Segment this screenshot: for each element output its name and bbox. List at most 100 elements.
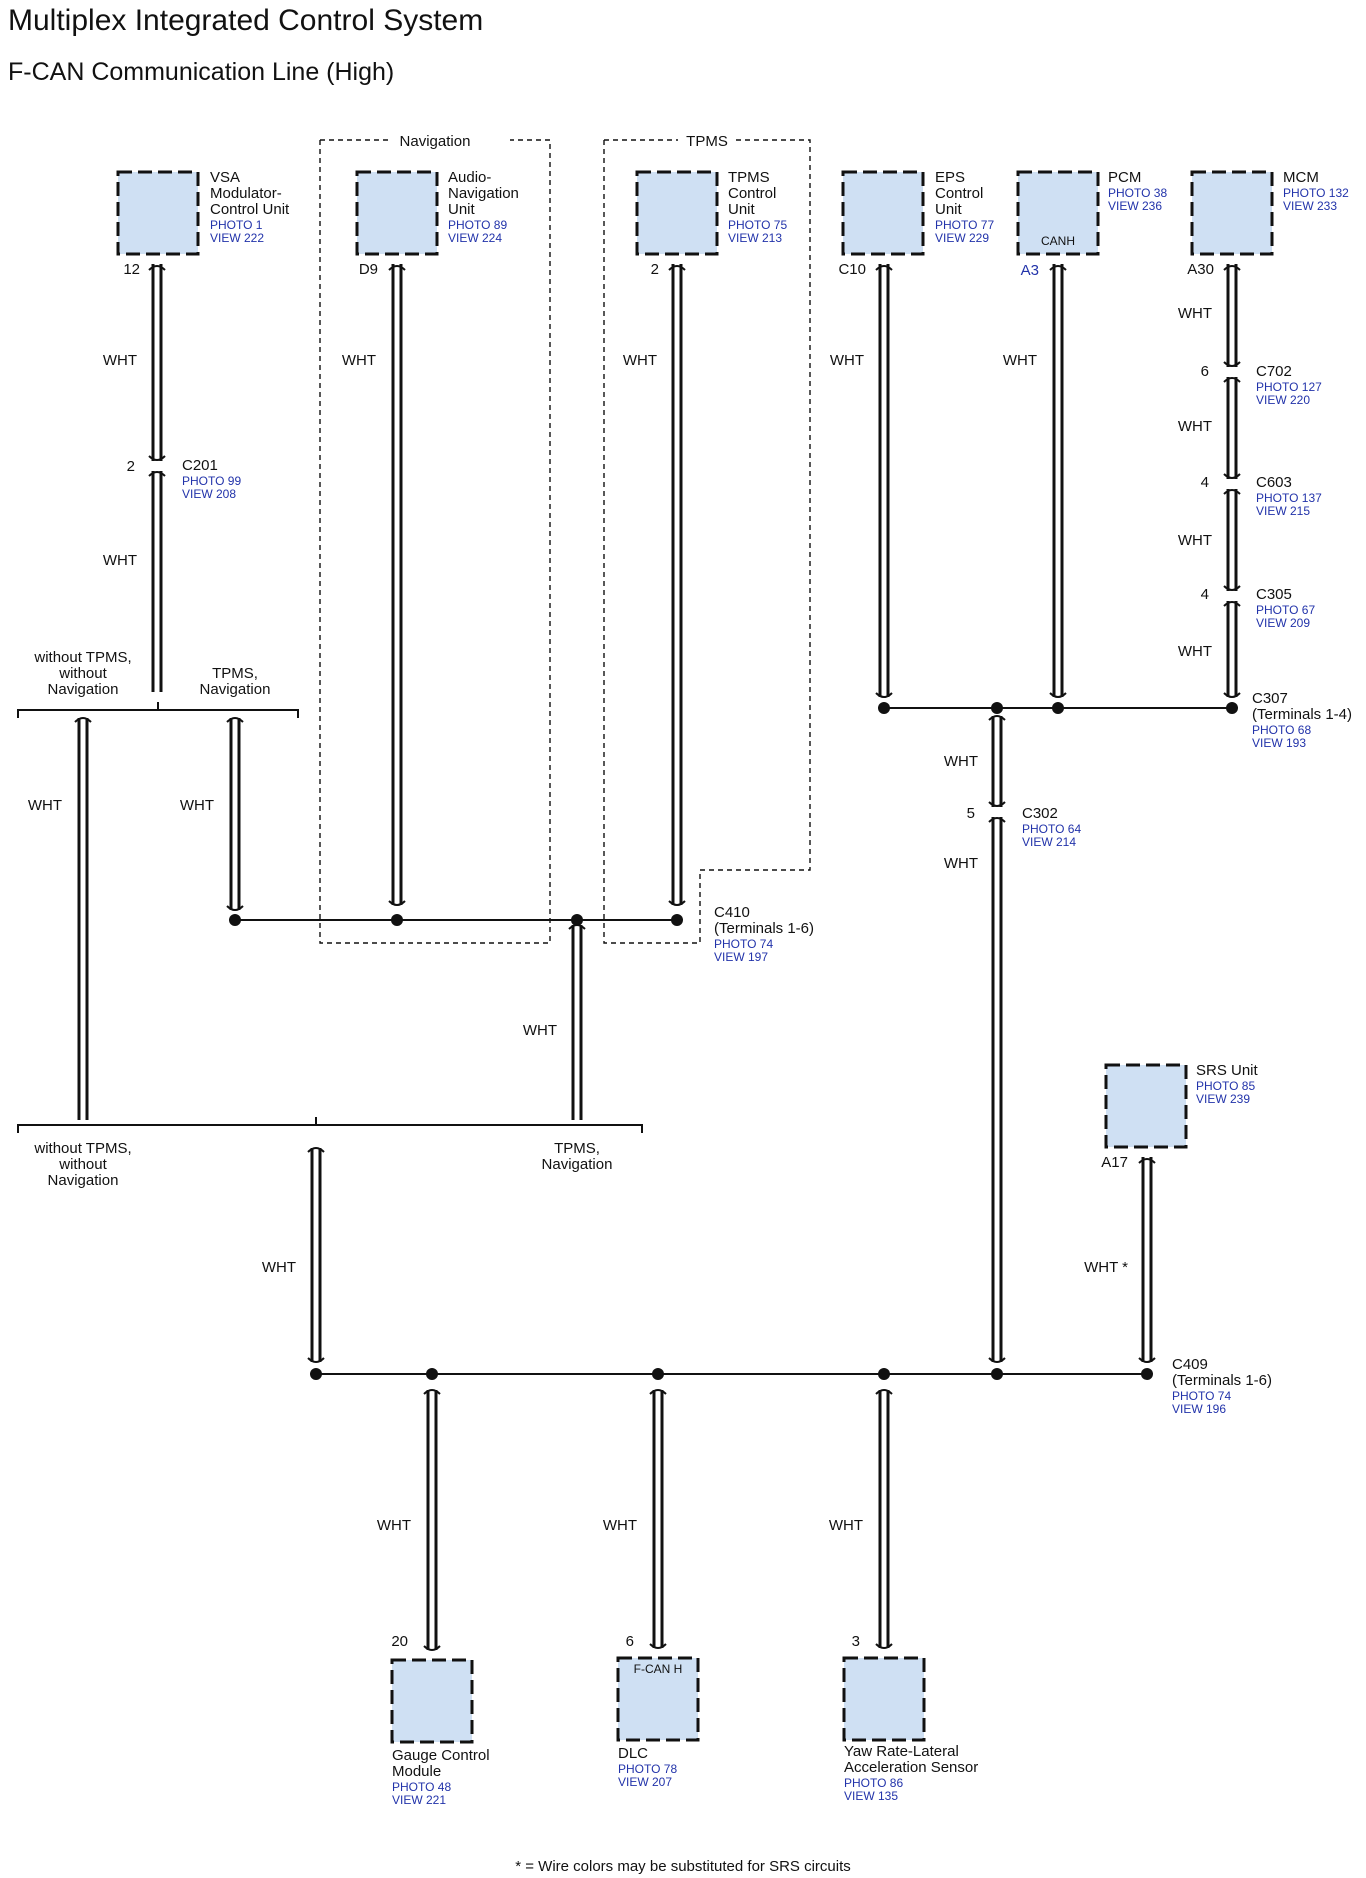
pcm-name-line-1: PCM [1108, 169, 1141, 186]
terminal-cap-bottom-1 [649, 1643, 667, 1649]
connector-c603: 4 C603 PHOTO 137 VIEW 215 [1201, 474, 1322, 518]
option-bracket-top [17, 702, 299, 718]
c409-id: C409 [1172, 1356, 1208, 1373]
audio-nav-name-line-1: Audio- [448, 169, 491, 186]
c702-photo-ref: PHOTO 127 [1256, 380, 1322, 394]
option-without-top-line-2: without [58, 665, 107, 682]
navigation-group-label: Navigation [400, 133, 471, 150]
option-with-bottom-line-1: TPMS, [554, 1140, 600, 1157]
connector-break-c302-bottom [988, 817, 1006, 823]
c305-photo-ref: PHOTO 67 [1256, 603, 1315, 617]
option-without-top-line-3: Navigation [48, 681, 119, 698]
mcm-pin: A30 [1187, 261, 1214, 278]
connector-break-c305-gap [1223, 591, 1241, 601]
mcm-photo-ref: PHOTO 132 [1283, 186, 1349, 200]
wire-color-tpms-branch: WHT [180, 797, 214, 814]
terminal-cap-top-6 [1138, 1158, 1156, 1164]
wire-color-dlc: WHT [603, 1517, 637, 1534]
dlc [616, 1656, 700, 1742]
wire-end-cap-4 [388, 900, 406, 906]
connector-break-c603-gap [1223, 479, 1241, 489]
junction-c409-0 [310, 1368, 322, 1380]
c409-view-ref: VIEW 196 [1172, 1402, 1226, 1416]
wire-end-cap-2 [1223, 692, 1241, 698]
eps-pin: C10 [838, 261, 866, 278]
wire-color-eps: WHT [830, 352, 864, 369]
junction-c409-5 [1141, 1368, 1153, 1380]
page-subtitle: F-CAN Communication Line (High) [8, 58, 394, 86]
connector-break-c302-top [988, 801, 1006, 807]
junction-c410-3 [671, 914, 683, 926]
wire-color-gauge: WHT [377, 1517, 411, 1534]
mcm-label: MCM PHOTO 132 VIEW 233 [1283, 169, 1349, 213]
pcm-label: PCM PHOTO 38 VIEW 236 [1108, 169, 1167, 213]
gauge-pin: 20 [391, 1633, 408, 1650]
option-without-top-line-1: without TPMS, [33, 649, 131, 666]
gauge-name-line-1: Gauge Control [392, 1747, 490, 1764]
audio-nav-name-line-3: Unit [448, 201, 476, 218]
srs-unit [1104, 1063, 1188, 1149]
c410-view-ref: VIEW 197 [714, 950, 768, 964]
c410-terminals: (Terminals 1-6) [714, 920, 814, 937]
tpms-group-label: TPMS [686, 133, 728, 150]
terminal-cap-top-4 [1049, 265, 1067, 271]
wire-end-cap-3 [226, 905, 244, 911]
audio-nav-name-line-2: Navigation [448, 185, 519, 202]
wire-color-left-branch: WHT [28, 797, 62, 814]
eps-name-line-1: EPS [935, 169, 965, 186]
wire-end-cap-6 [988, 1357, 1006, 1363]
wire-color-mcm-3: WHT [1178, 532, 1212, 549]
c302-photo-ref: PHOTO 64 [1022, 822, 1081, 836]
tpms-group-frame: TPMS [603, 133, 811, 944]
wire-start-cap-6 [74, 717, 92, 723]
eps-label: EPS Control Unit PHOTO 77 VIEW 229 [935, 169, 994, 245]
junction-c307-2 [1052, 702, 1064, 714]
vsa-name-line-3: Control Unit [210, 201, 290, 218]
eps-view-ref: VIEW 229 [935, 231, 989, 245]
wire-color-mcm-1: WHT [1178, 305, 1212, 322]
connector-c702: 6 C702 PHOTO 127 VIEW 220 [1201, 363, 1322, 407]
wire-color-lower-trunk: WHT [262, 1259, 296, 1276]
audio-nav-label: Audio- Navigation Unit PHOTO 89 VIEW 224 [448, 169, 519, 245]
tpms-control-unit [635, 170, 719, 256]
wire-end-cap-5 [668, 900, 686, 906]
dlc-view-ref: VIEW 207 [618, 1775, 672, 1789]
c307-terminals: (Terminals 1-4) [1252, 706, 1352, 723]
pcm-pin: A3 [1021, 262, 1039, 279]
connector-break-c302-gap [988, 807, 1006, 817]
wire-color-mcm-2: WHT [1178, 418, 1212, 435]
c307-id: C307 [1252, 690, 1288, 707]
wire-start-cap-7 [226, 717, 244, 723]
connector-c410: C410 (Terminals 1-6) PHOTO 74 VIEW 197 [714, 904, 814, 964]
wire-start-cap-2 [423, 1389, 441, 1395]
connector-break-c201-gap [148, 461, 166, 471]
srs-view-ref: VIEW 239 [1196, 1092, 1250, 1106]
yaw-rate-lateral-acceleration-sensor [842, 1656, 926, 1742]
wire-start-cap-3 [649, 1389, 667, 1395]
wire-color-tpms: WHT [623, 352, 657, 369]
pcm [1016, 170, 1100, 256]
wire-color-vsa-upper: WHT [103, 352, 137, 369]
wire-start-cap-5 [307, 1147, 325, 1153]
connector-break-c603-top [1223, 473, 1241, 479]
wire-color-c302-upper: WHT [944, 753, 978, 770]
wire-color-pcm: WHT [1003, 352, 1037, 369]
c307-view-ref: VIEW 193 [1252, 736, 1306, 750]
wire-color-yaw: WHT [829, 1517, 863, 1534]
connector-c302: 5 C302 PHOTO 64 VIEW 214 [967, 805, 1082, 849]
option-without-bottom-line-2: without [58, 1156, 107, 1173]
option-with-top-line-1: TPMS, [212, 665, 258, 682]
connector-break-c702-gap [1223, 367, 1241, 377]
c305-pin: 4 [1201, 586, 1209, 603]
dlc-name-line-1: DLC [618, 1745, 648, 1762]
connector-break-c201-bottom [148, 471, 166, 477]
terminal-cap-top-5 [1223, 265, 1241, 271]
connector-break-c305-bottom [1223, 601, 1241, 607]
terminal-cap-top-1 [388, 265, 406, 271]
eps-photo-ref: PHOTO 77 [935, 218, 994, 232]
terminal-cap-top-3 [875, 265, 893, 271]
srs-pin: A17 [1101, 1154, 1128, 1171]
footnote: * = Wire colors may be substituted for S… [515, 1858, 851, 1875]
tpms-label: TPMS Control Unit PHOTO 75 VIEW 213 [728, 169, 787, 245]
junction-c410-0 [229, 914, 241, 926]
